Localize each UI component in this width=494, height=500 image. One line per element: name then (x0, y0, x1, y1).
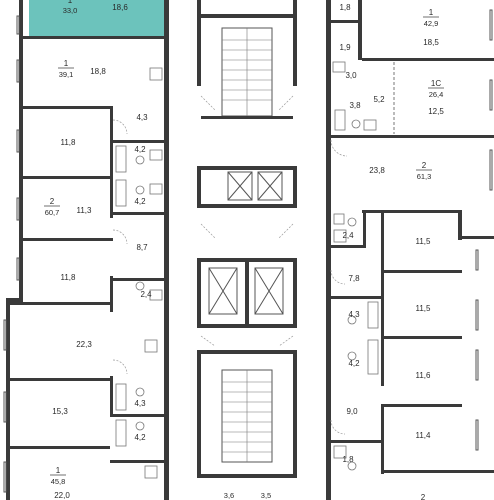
apartment-number: 1 (68, 0, 73, 5)
building-core (197, 0, 297, 478)
apartment-area: 42,9 (424, 19, 439, 28)
apartment-area: 61,3 (417, 172, 432, 181)
room-area: 18,5 (423, 38, 439, 47)
room-area: 11,5 (416, 304, 432, 313)
apartment-area: 26,4 (429, 90, 444, 99)
room-area: 11,3 (77, 206, 93, 215)
room-area: 1,8 (339, 3, 351, 12)
room-area: 7,8 (348, 274, 360, 283)
room-area: 23,8 (369, 166, 385, 175)
apartment-number: 2 (421, 493, 426, 500)
room-area: 2,4 (140, 290, 152, 299)
room-area: 4,3 (348, 310, 360, 319)
room-area: 11,5 (416, 237, 432, 246)
room-area: 4,3 (134, 399, 146, 408)
room-area: 11,6 (416, 371, 432, 380)
apartment-area: 33,0 (63, 6, 78, 15)
right-fixtures (330, 61, 379, 471)
left-wing-walls (6, 0, 169, 500)
room-area: 3,8 (349, 101, 361, 110)
apartment-number: 2 (422, 161, 427, 170)
apartment-area: 60,7 (45, 208, 60, 217)
room-area: 1,9 (339, 43, 351, 52)
room-area: 1,8 (342, 455, 354, 464)
right-labels: 1,8 1,9 1 42,9 18,5 1С 26,4 12,5 3,0 5,2… (224, 3, 445, 500)
room-area: 3,0 (345, 71, 357, 80)
room-area: 3,6 (224, 491, 234, 500)
room-area: 4,2 (134, 145, 146, 154)
room-area: 3,5 (261, 491, 271, 500)
left-windows (3, 15, 20, 493)
room-area: 15,3 (52, 407, 68, 416)
apartment-number: 1 (429, 8, 434, 17)
room-area: 4,2 (134, 433, 146, 442)
apartment-number: 2 (50, 197, 55, 206)
room-area: 18,8 (90, 67, 106, 76)
room-area: 11,8 (61, 273, 77, 282)
apartment-number: 1 (64, 59, 69, 68)
room-area: 11,4 (416, 431, 432, 440)
room-area: 22,0 (54, 491, 70, 500)
room-area: 2,4 (342, 231, 354, 240)
right-wing-walls (326, 0, 494, 500)
room-area: 11,8 (61, 138, 77, 147)
room-area: 18,6 (112, 3, 128, 12)
room-area: 4,2 (348, 359, 360, 368)
room-area: 9,0 (346, 407, 358, 416)
room-area: 4,3 (136, 113, 148, 122)
room-area: 4,2 (134, 197, 146, 206)
room-area: 5,2 (373, 95, 385, 104)
apartment-area: 45,8 (51, 477, 66, 486)
highlighted-apartment[interactable] (29, 0, 166, 38)
apartment-area: 39,1 (59, 70, 74, 79)
room-area: 22,3 (76, 340, 92, 349)
left-fixtures (112, 67, 163, 479)
apartment-number: 1 (56, 466, 61, 475)
apartment-number: 1С (431, 79, 441, 88)
room-area: 12,5 (428, 107, 444, 116)
right-windows (393, 9, 493, 451)
room-area: 8,7 (136, 243, 148, 252)
left-labels: 1 33,0 18,6 1 39,1 18,8 4,3 11,8 4,2 2 6… (44, 0, 152, 500)
